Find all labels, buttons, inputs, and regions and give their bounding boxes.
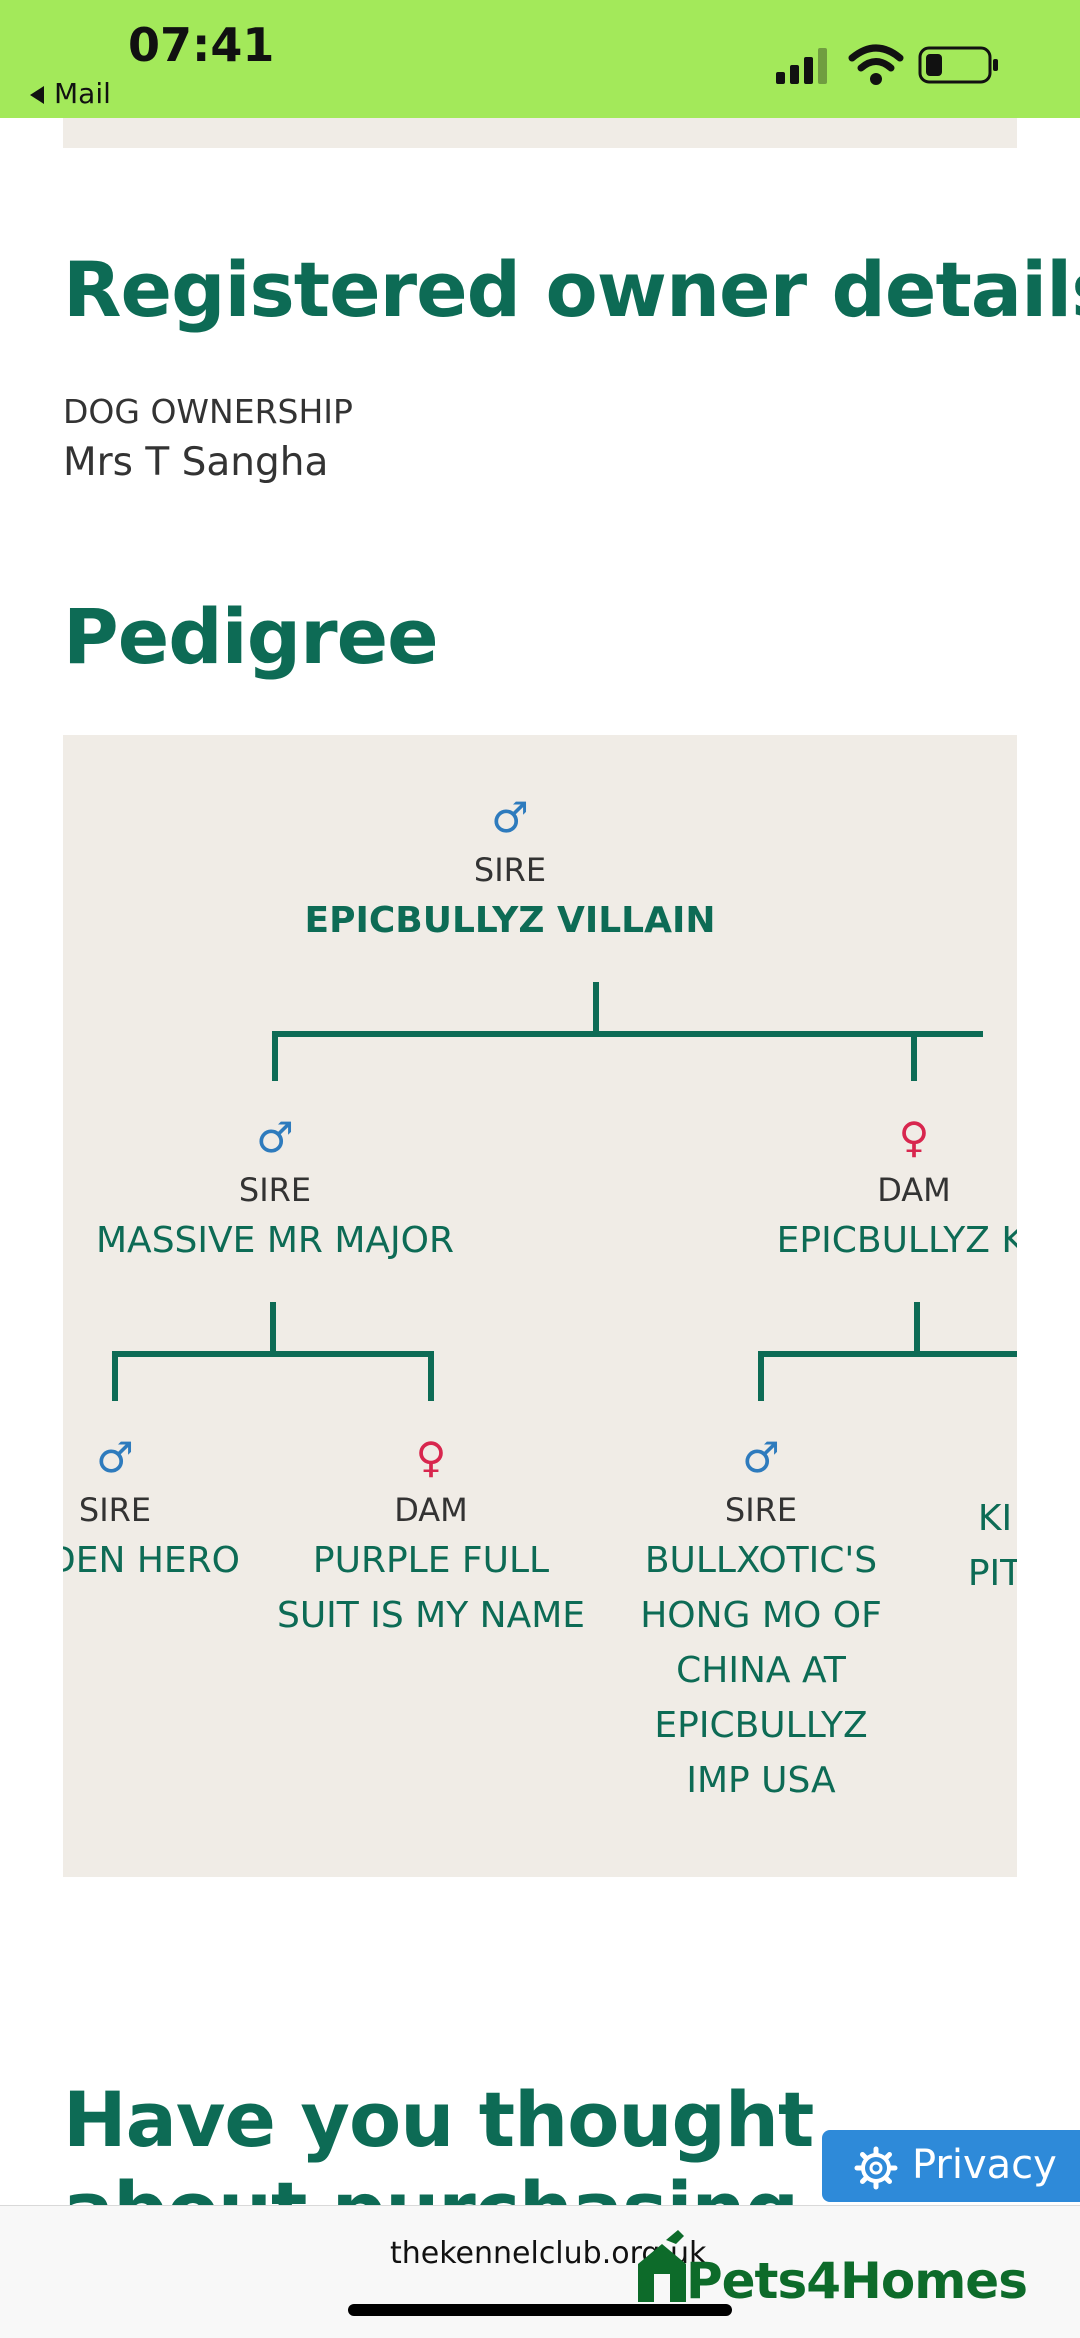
privacy-label: Privacy	[912, 2142, 1057, 2188]
connector	[758, 1351, 764, 1401]
pedigree-node-sire-sire: ♂ SIRE DEN HERO	[63, 1435, 290, 1588]
node-name[interactable]: PURPLE FULL SUIT IS MY NAME	[276, 1540, 586, 1636]
cellular-signal-icon	[776, 48, 827, 84]
node-role: SIRE	[473, 851, 547, 889]
node-role: SIRE	[238, 1171, 312, 1209]
connector	[914, 1302, 920, 1354]
pedigree-tree: ♂ SIRE EPICBULLYZ VILLAIN ♂ SIRE MASSIVE…	[63, 735, 1017, 1877]
node-name[interactable]: EPICBULLYZ KO	[776, 1220, 1017, 1261]
back-mail-label: Mail	[54, 77, 111, 110]
node-role: SIRE	[724, 1491, 798, 1529]
male-icon: ♂	[491, 793, 529, 842]
connector	[272, 1031, 983, 1037]
connector	[911, 1031, 917, 1081]
previous-section-panel	[63, 118, 1017, 148]
back-to-mail-button[interactable]: Mail	[30, 77, 111, 110]
node-role: SIRE	[78, 1491, 152, 1529]
pedigree-node-dam: ♀ DAM EPICBULLYZ KO	[714, 1115, 1017, 1268]
pedigree-node-sire: ♂ SIRE MASSIVE MR MAJOR	[63, 1115, 525, 1268]
node-name[interactable]: MASSIVE MR MAJOR	[96, 1220, 454, 1261]
privacy-button[interactable]: Privacy	[822, 2130, 1080, 2202]
status-bar: 07:41 Mail	[0, 0, 1080, 118]
connector	[272, 1031, 278, 1081]
battery-icon	[918, 46, 998, 84]
pedigree-node-dam-sire: ♂ SIRE BULLXOTIC'S HONG MO OF CHINA AT E…	[623, 1435, 899, 1808]
ownership-label: DOG OWNERSHIP	[63, 392, 353, 431]
female-icon: ♀	[898, 1113, 930, 1162]
node-name[interactable]: KI PIT	[967, 1498, 1017, 1594]
connector	[270, 1302, 276, 1354]
connector	[112, 1351, 434, 1357]
gear-icon	[854, 2146, 898, 2190]
female-icon: ♀	[415, 1433, 447, 1482]
pedigree-node-dam-dam: KI PIT	[965, 1491, 1017, 1601]
connector	[112, 1351, 118, 1401]
node-role: DAM	[877, 1171, 951, 1209]
home-indicator[interactable]	[348, 2304, 732, 2316]
status-time: 07:41	[128, 18, 275, 72]
pets4homes-logo-icon	[638, 2230, 686, 2302]
owner-heading: Registered owner details	[63, 245, 1080, 334]
male-icon: ♂	[256, 1113, 294, 1162]
node-name[interactable]: DEN HERO	[63, 1540, 240, 1581]
pedigree-heading: Pedigree	[63, 592, 439, 681]
back-triangle-icon	[30, 86, 44, 104]
browser-bottom-bar: thekennelclub.org.uk Pets4Homes	[0, 2205, 1080, 2338]
pedigree-node-sire-dam: ♀ DAM PURPLE FULL SUIT IS MY NAME	[271, 1435, 591, 1643]
node-name[interactable]: EPICBULLYZ VILLAIN	[304, 900, 716, 941]
connector	[758, 1351, 1017, 1357]
node-name[interactable]: BULLXOTIC'S HONG MO OF CHINA AT EPICBULL…	[640, 1540, 882, 1801]
pedigree-node-root: ♂ SIRE EPICBULLYZ VILLAIN	[210, 795, 810, 948]
connector	[593, 982, 599, 1034]
male-icon: ♂	[742, 1433, 780, 1482]
node-role: DAM	[394, 1491, 468, 1529]
connector	[428, 1351, 434, 1401]
ownership-value: Mrs T Sangha	[63, 440, 329, 485]
male-icon: ♂	[96, 1433, 134, 1482]
pets4homes-ad[interactable]: Pets4Homes	[686, 2252, 1028, 2310]
wifi-icon	[848, 44, 904, 85]
